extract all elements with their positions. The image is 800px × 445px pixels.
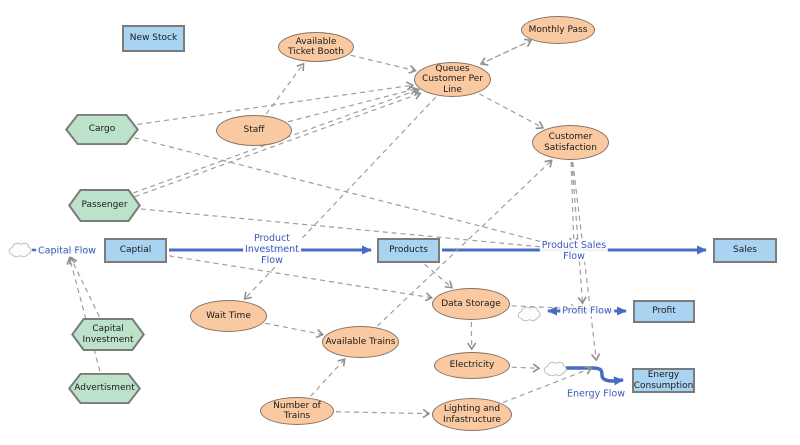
hexagon-shape [64,114,140,145]
variable-staff[interactable]: Staff [216,115,292,146]
stock-label: Profit [652,306,676,317]
influence-link-customer_satisfaction-to-profit_valve[interactable] [571,161,587,305]
variable-label: Available Trains [325,336,396,347]
influence-link-passenger-to-queues[interactable] [133,87,421,194]
stock-energy-consumption[interactable]: Energy Consumption [632,368,695,393]
influence-link-passenger-to-queues[interactable] [134,90,422,198]
parameter-cargo[interactable]: Cargo [64,114,140,145]
influence-link-lighting-to-energy_valve[interactable] [502,365,593,404]
influence-link-wait_time-to-available_trains[interactable] [265,322,325,339]
stock-profit[interactable]: Profit [633,300,695,323]
variable-monthly-pass[interactable]: Monthly Pass [521,16,595,44]
influence-link-cargo-to-sales_valve[interactable] [134,137,570,252]
stock-new-stock[interactable]: New Stock [122,25,185,52]
influence-link-monthly_pass-to-queues[interactable] [479,39,533,66]
variable-queues-customer-per-line[interactable]: Queues Customer Per Line [414,62,491,97]
stock-label: Energy Consumption [633,370,694,391]
variable-label: Staff [243,125,265,136]
stock-products[interactable]: Products [377,238,440,263]
energy-flow-pipe[interactable] [566,366,624,386]
parameter-label: Capital Investment [82,324,134,345]
variable-available-ticket-booth[interactable]: Available Ticket Booth [278,32,354,62]
sink-cloud-profit[interactable] [517,306,541,322]
parameter-advertisment[interactable]: Advertisment [67,373,142,404]
influence-link-products-to-data_storage[interactable] [424,263,453,289]
stock-label: Products [389,245,428,256]
variable-label: Lighting and Infastructure [443,404,501,425]
influence-link-staff-to-available_ticket_booth[interactable] [265,62,305,115]
influence-link-available_ticket_booth-to-queues[interactable] [350,54,417,74]
stock-sales[interactable]: Sales [713,238,777,263]
hexagon-shape [67,373,142,404]
source-cloud-capital[interactable] [8,242,32,258]
stock-label: Sales [733,245,757,256]
influence-link-number_of_trains-to-lighting[interactable] [335,408,431,419]
influence-link-queues-to-customer_satisfaction[interactable] [478,93,545,130]
clouds [8,242,567,377]
parameter-label: Advertisment [74,383,135,394]
variable-label: Number of Trains [273,400,321,421]
variable-label: Electricity [449,360,495,371]
influence-link-queues-to-wait_time[interactable] [243,96,437,300]
influence-link-cargo-to-queues[interactable] [137,81,415,126]
influence-link-staff-to-queues[interactable] [287,85,418,123]
flow-label-profit[interactable]: Profit Flow [560,305,614,317]
variable-label: Available Ticket Booth [288,36,344,57]
influence-link-number_of_trains-to-available_trains[interactable] [310,358,346,397]
stock-label: Captial [119,245,152,256]
source-cloud-energy[interactable] [543,361,567,377]
variable-wait-time[interactable]: Wait Time [190,300,267,332]
variable-label: Customer Satisfaction [544,132,597,153]
parameter-label: Cargo [88,124,116,135]
variable-label: Data Storage [441,298,501,309]
influence-link-advertisment-to-capital_valve[interactable] [66,256,101,372]
influence-link-customer_satisfaction-to-sales_valve[interactable] [568,161,579,246]
parameter-capital-investment[interactable]: Capital Investment [70,318,146,351]
variable-electricity[interactable]: Electricity [434,352,510,379]
flow-label-product-sales[interactable]: Product Sales Flow [539,239,609,263]
variable-label: Queues Customer Per Line [422,63,483,95]
hexagon-shape [70,318,146,351]
flow-label-energy[interactable]: Energy Flow [567,388,625,400]
variable-label: Wait Time [206,310,251,321]
variable-number-of-trains[interactable]: Number of Trains [260,397,334,425]
influence-link-capital_investment-to-capital_valve[interactable] [68,256,100,317]
flow-label-capital[interactable]: Capital Flow [35,245,99,257]
parameter-label: Passenger [81,200,128,211]
influence-link-available_trains-to-customer_satisfaction[interactable] [376,159,553,327]
variable-customer-satisfaction[interactable]: Customer Satisfaction [532,125,609,160]
parameter-passenger[interactable]: Passenger [67,189,142,222]
hexagon-shape [67,189,142,222]
influence-link-electricity-to-energy_cloud[interactable] [511,363,541,373]
stock-label: New Stock [129,33,178,44]
variable-lighting-and-infastructure[interactable]: Lighting and Infastructure [432,398,512,431]
variable-label: Monthly Pass [528,24,588,35]
influence-link-passenger-to-sales_valve[interactable] [140,208,570,254]
variable-data-storage[interactable]: Data Storage [432,288,510,320]
flow-label-product-investment[interactable]: Product Investment Flow [243,233,301,267]
variable-available-trains[interactable]: Available Trains [322,326,399,358]
stock-captial[interactable]: Captial [104,238,167,263]
